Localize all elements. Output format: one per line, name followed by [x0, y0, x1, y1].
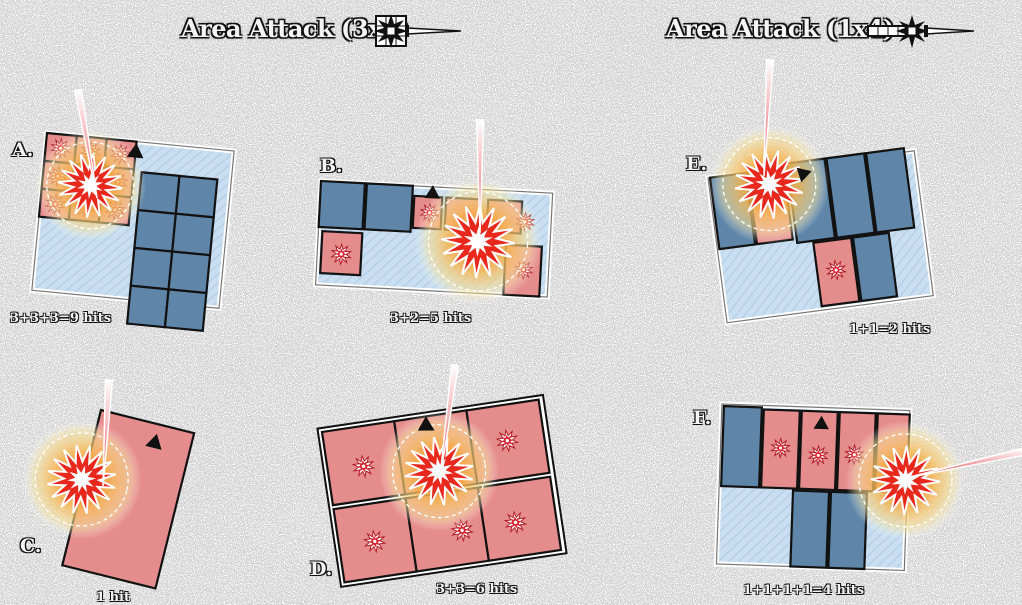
enemy-tile [127, 286, 168, 327]
enemy-tile [134, 210, 175, 251]
enemy-tile [790, 491, 829, 568]
hits-d: 3+3=6 hits [436, 582, 517, 597]
panel-label-e: E. [686, 153, 707, 175]
enemy-tile [365, 183, 413, 231]
panel-label-a: A. [12, 139, 33, 161]
panel-label-c: C. [20, 535, 41, 557]
scenario-f [716, 404, 1022, 572]
hits-c: 1 hit [96, 590, 130, 605]
hits-e: 1+1=2 hits [849, 322, 930, 337]
enemy-tile [131, 248, 172, 289]
enemy-tile [319, 181, 365, 229]
enemy-tile [176, 176, 217, 217]
enemy-tile [721, 406, 762, 487]
scenario-e [702, 60, 933, 323]
enemy-tile [165, 289, 206, 330]
enemy-tile [172, 214, 213, 255]
panel-label-d: D. [310, 558, 332, 580]
enemy-tile [169, 252, 210, 293]
enemy-tile [853, 233, 897, 301]
hits-a: 3+3+3=9 hits [10, 311, 111, 326]
scenario-d [317, 365, 566, 587]
scenario-c [2, 380, 194, 589]
scenario-a [22, 89, 235, 332]
panel-label-b: B. [320, 155, 343, 177]
scenario-b [315, 120, 553, 309]
hits-b: 3+2=5 hits [390, 311, 471, 326]
hits-f: 1+1+1+1=4 hits [743, 583, 864, 598]
panel-label-f: F. [693, 407, 711, 429]
